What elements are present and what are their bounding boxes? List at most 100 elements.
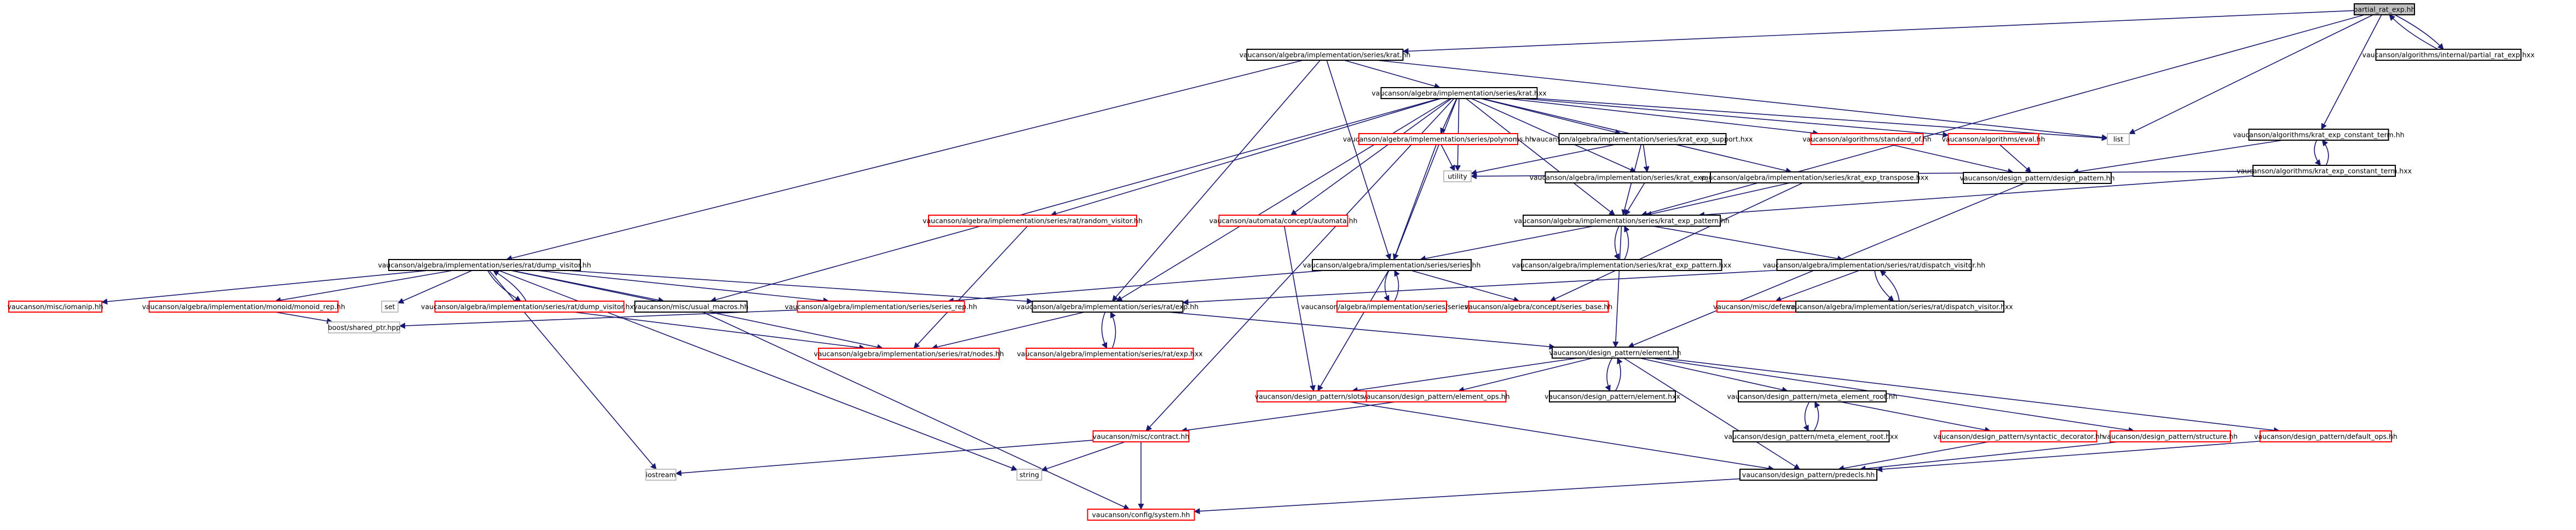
node-utility[interactable]: utility	[1443, 170, 1472, 182]
node-box[interactable]	[1092, 430, 1190, 442]
node-box[interactable]	[634, 301, 748, 313]
node-box[interactable]	[328, 321, 400, 333]
node-mer_hxx[interactable]: vaucanson/design_pattern/meta_element_ro…	[1724, 430, 1898, 442]
node-box[interactable]	[1776, 259, 1972, 271]
node-element_hxx[interactable]: vaucanson/design_pattern/element.hxx	[1545, 390, 1680, 402]
node-box[interactable]	[2107, 133, 2130, 145]
node-box[interactable]	[1940, 430, 2097, 442]
node-structure[interactable]: vaucanson/design_pattern/structure.hh	[2103, 430, 2238, 442]
node-box[interactable]	[1810, 133, 1924, 145]
node-pre_hxx[interactable]: vaucanson/algorithms/internal/partial_ra…	[2362, 49, 2535, 61]
node-box[interactable]	[1380, 87, 1538, 99]
node-series_hh[interactable]: vaucanson/algebra/implementation/series/…	[1303, 259, 1481, 271]
node-box[interactable]	[1523, 215, 1721, 227]
node-box[interactable]	[1468, 301, 1609, 313]
node-box[interactable]	[1521, 259, 1722, 271]
node-kep_hh[interactable]: vaucanson/algebra/implementation/series/…	[1514, 215, 1730, 227]
node-series_hxx[interactable]: vaucanson/algebra/implementation/series/…	[1301, 301, 1483, 313]
node-rand_vis[interactable]: vaucanson/algebra/implementation/series/…	[923, 215, 1143, 227]
node-box[interactable]	[1246, 49, 1404, 61]
node-box[interactable]	[2375, 49, 2522, 61]
node-automata[interactable]: vaucanson/automata/concept/automata.hh	[1209, 215, 1358, 227]
node-default_ops[interactable]: vaucanson/design_pattern/default_ops.hh	[2254, 430, 2398, 442]
node-usual_macros[interactable]: vaucanson/misc/usual_macros.hh	[633, 301, 748, 313]
node-box[interactable]	[1738, 390, 1887, 402]
node-box[interactable]	[1443, 170, 1472, 182]
node-exp_hh[interactable]: vaucanson/algebra/implementation/series/…	[1017, 301, 1198, 313]
node-box[interactable]	[2354, 3, 2415, 15]
node-exp_hxx[interactable]: vaucanson/algebra/implementation/series/…	[1017, 348, 1203, 360]
edge-mer_hxx-to-mer_hh	[1813, 401, 1820, 431]
node-box[interactable]	[1739, 469, 1877, 481]
node-box[interactable]	[8, 301, 102, 313]
node-kect_hxx[interactable]: vaucanson/algorithms/krat_exp_constant_t…	[2237, 165, 2412, 177]
node-set[interactable]: set	[381, 301, 399, 313]
node-box[interactable]	[2248, 129, 2389, 141]
node-keifa[interactable]: vaucanson/algebra/implementation/series/…	[1530, 171, 1767, 183]
node-mer_hh[interactable]: vaucanson/design_pattern/meta_element_ro…	[1727, 390, 1898, 402]
node-dispatch_hxx[interactable]: vaucanson/algebra/implementation/series/…	[1787, 301, 2013, 313]
node-label: vaucanson/algebra/implementation/series/…	[421, 303, 638, 311]
node-monoid_rep[interactable]: vaucanson/algebra/implementation/monoid/…	[142, 301, 345, 313]
node-kect_hh[interactable]: vaucanson/algorithms/krat_exp_constant_t…	[2233, 129, 2405, 141]
node-series_base[interactable]: vaucanson/algebra/concept/series_base.hh	[1465, 301, 1612, 313]
node-box[interactable]	[2110, 430, 2231, 442]
node-syntactic[interactable]: vaucanson/design_pattern/syntactic_decor…	[1933, 430, 2104, 442]
node-eval[interactable]: vaucanson/algorithms/eval.hh	[1942, 133, 2045, 145]
node-element_hh[interactable]: vaucanson/design_pattern/element.hh	[1549, 347, 1681, 359]
node-contract[interactable]: vaucanson/misc/contract.hh	[1092, 430, 1190, 442]
node-krat_hxx[interactable]: vaucanson/algebra/implementation/series/…	[1371, 87, 1547, 99]
node-box[interactable]	[1365, 390, 1507, 402]
node-deferrer[interactable]: vaucanson/misc/deferrer.hh	[1713, 301, 1808, 313]
node-box[interactable]	[148, 301, 339, 313]
node-box[interactable]	[1549, 390, 1676, 402]
node-predecls[interactable]: vaucanson/design_pattern/predecls.hh	[1739, 469, 1877, 481]
node-std_of[interactable]: vaucanson/algorithms/standard_of.hh	[1802, 133, 1932, 145]
node-slots[interactable]: vaucanson/design_pattern/slots.hh	[1255, 390, 1374, 402]
node-box[interactable]	[1558, 133, 1727, 145]
node-box[interactable]	[1087, 509, 1195, 521]
node-shared_ptr[interactable]: boost/shared_ptr.hpp	[328, 321, 400, 333]
node-list[interactable]: list	[2107, 133, 2130, 145]
node-box[interactable]	[797, 301, 965, 313]
node-polynoms[interactable]: vaucanson/algebra/implementation/series/…	[1343, 133, 1534, 145]
node-nodes_hh[interactable]: vaucanson/algebra/implementation/series/…	[814, 348, 1004, 360]
node-box[interactable]	[1947, 133, 2039, 145]
node-box[interactable]	[1795, 301, 2004, 313]
node-iostream[interactable]: iostream	[645, 469, 677, 481]
node-box[interactable]	[1732, 430, 1890, 442]
node-iomanip[interactable]: vaucanson/misc/iomanip.hh	[7, 301, 103, 313]
node-box[interactable]	[1963, 172, 2112, 184]
node-box[interactable]	[388, 259, 581, 271]
node-box[interactable]	[2260, 430, 2392, 442]
node-system[interactable]: vaucanson/config/system.hh	[1087, 509, 1195, 521]
node-kes_hxx[interactable]: vaucanson/algebra/implementation/series/…	[1532, 133, 1753, 145]
node-box[interactable]	[1016, 469, 1042, 481]
node-dispatch_hh[interactable]: vaucanson/algebra/implementation/series/…	[1763, 259, 1986, 271]
node-dump_hxx[interactable]: vaucanson/algebra/implementation/series/…	[421, 301, 638, 313]
node-box[interactable]	[1031, 301, 1184, 313]
node-dump_hh[interactable]: vaucanson/algebra/implementation/series/…	[378, 259, 591, 271]
node-box[interactable]	[645, 469, 677, 481]
node-dp_hh[interactable]: vaucanson/design_pattern/design_pattern.…	[1960, 172, 2115, 184]
node-box[interactable]	[1336, 301, 1447, 313]
edge-krat_hxx-to-rand_vis	[1050, 98, 1441, 217]
node-krat_hh[interactable]: vaucanson/algebra/implementation/series/…	[1240, 49, 1411, 61]
node-box[interactable]	[381, 301, 399, 313]
node-series_rep[interactable]: vaucanson/algebra/implementation/series/…	[785, 301, 977, 313]
node-box[interactable]	[1710, 171, 1919, 183]
node-kep_hxx[interactable]: vaucanson/algebra/implementation/series/…	[1512, 259, 1732, 271]
node-ket_hxx[interactable]: vaucanson/algebra/implementation/series/…	[1701, 171, 1929, 183]
node-box[interactable]	[1025, 348, 1194, 360]
node-box[interactable]	[1218, 215, 1348, 227]
node-box[interactable]	[818, 348, 1000, 360]
node-root[interactable]: partial_rat_exp.hh	[2353, 3, 2416, 15]
node-box[interactable]	[1358, 133, 1518, 145]
node-box[interactable]	[2252, 165, 2396, 177]
node-box[interactable]	[928, 215, 1137, 227]
node-box[interactable]	[434, 301, 625, 313]
node-element_ops[interactable]: vaucanson/design_pattern/element_ops.hh	[1362, 390, 1510, 402]
node-box[interactable]	[1552, 347, 1679, 359]
node-box[interactable]	[1312, 259, 1472, 271]
node-string[interactable]: string	[1016, 469, 1042, 481]
